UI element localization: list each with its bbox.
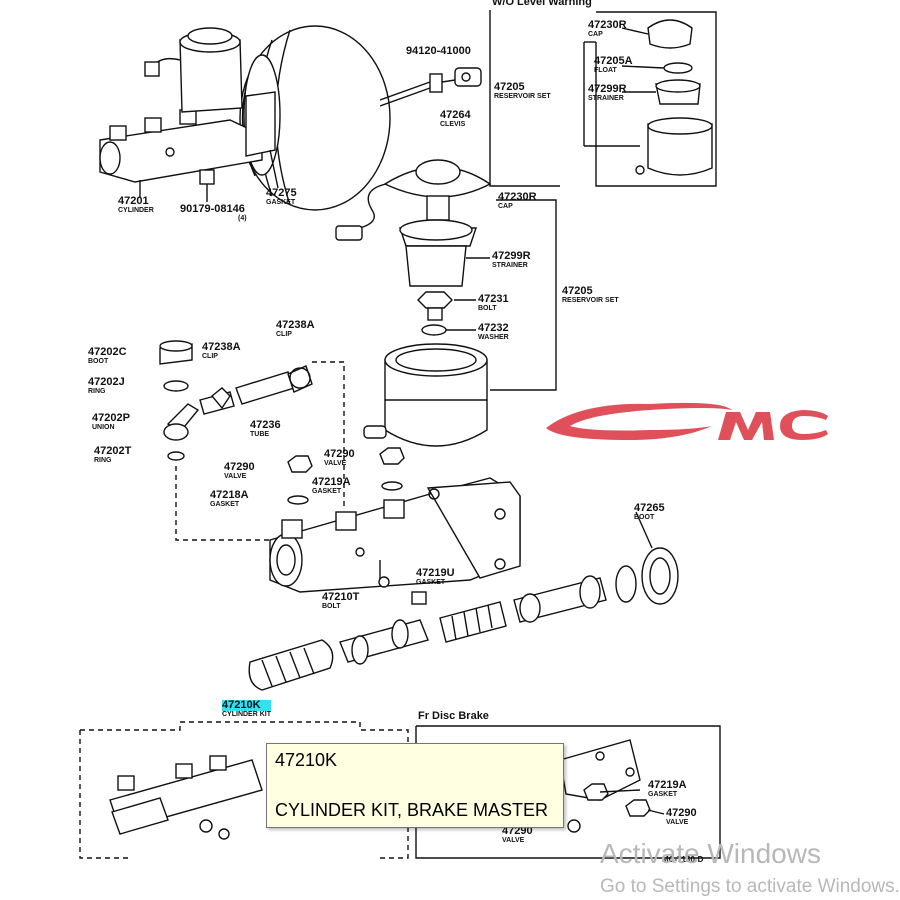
part-label-47210t[interactable]: 47210T BOLT	[322, 591, 360, 611]
part-label-47230r-top[interactable]: 47230R CAP	[588, 19, 627, 39]
part-label-47202t[interactable]: 47202T RING	[94, 445, 132, 465]
union-tube-drawing	[159, 340, 313, 461]
tooltip-part-number: 47210K	[275, 750, 338, 770]
part-label-47205-top[interactable]: 47205 RESERVOIR SET	[494, 81, 551, 101]
part-label-47202c[interactable]: 47202C BOOT	[88, 346, 127, 366]
top-master-cylinder-drawing	[99, 27, 279, 202]
part-label-47201[interactable]: 47201 CYLINDER	[118, 195, 154, 215]
part-label-47205a[interactable]: 47205A FLOAT	[594, 55, 633, 75]
part-label-47290-bottom-right[interactable]: 47290 VALVE	[666, 807, 697, 827]
dashed-boundary	[175, 361, 345, 541]
part-label-47232[interactable]: 47232 WASHER	[478, 322, 509, 342]
part-label-47202p[interactable]: 47202P UNION	[92, 412, 130, 432]
part-label-47219a-mid[interactable]: 47219A GASKET	[312, 476, 351, 496]
part-label-47275[interactable]: 47275 GASKET	[266, 187, 297, 207]
part-label-47238a-right[interactable]: 47238A CLIP	[276, 319, 315, 339]
level-warning-heading: W/O Level Warning	[492, 0, 592, 8]
part-label-47290-bottom-left[interactable]: 47290 VALVE	[502, 825, 533, 845]
part-label-47205-mid[interactable]: 47205 RESERVOIR SET	[562, 285, 619, 305]
part-label-47219a-bottom[interactable]: 47219A GASKET	[648, 779, 687, 799]
activation-watermark-subtitle: Go to Settings to activate Windows.	[600, 876, 900, 897]
cylinder-kit-drawing	[79, 721, 721, 859]
cmc-logo	[546, 402, 828, 440]
part-label-47230r-mid[interactable]: 47230R CAP	[498, 191, 537, 211]
part-label-47238a-left[interactable]: 47238A CLIP	[202, 341, 241, 361]
part-label-47219u[interactable]: 47219U GASKET	[416, 567, 455, 587]
part-label-47290-mid[interactable]: 47290 VALVE	[324, 448, 355, 468]
part-label-47236[interactable]: 47236 TUBE	[250, 419, 281, 439]
diagram-code: MC-7130-D	[662, 855, 704, 864]
part-number-highlight: 47210K	[222, 700, 271, 711]
activation-watermark-title: Activate Windows	[600, 838, 821, 869]
main-master-cylinder-drawing	[269, 447, 521, 605]
part-label-90179-08146[interactable]: 90179-08146 (4)	[180, 203, 247, 223]
part-label-47290-left[interactable]: 47290 VALVE	[224, 461, 255, 481]
part-label-47202j[interactable]: 47202J RING	[88, 376, 125, 396]
part-label-47265[interactable]: 47265 BOOT	[634, 502, 665, 522]
part-tooltip: 47210K CYLINDER KIT, BRAKE MASTER	[266, 743, 564, 828]
part-label-47299r-top[interactable]: 47299R STRAINER	[588, 83, 627, 103]
fr-disc-brake-heading: Fr Disc Brake	[418, 710, 489, 722]
piston-assembly-drawing	[248, 511, 679, 691]
part-label-47210k[interactable]: 47210K CYLINDER KIT	[222, 699, 271, 718]
part-label-47299r-mid[interactable]: 47299R STRAINER	[492, 250, 531, 270]
part-label-47231[interactable]: 47231 BOLT	[478, 293, 509, 313]
reservoir-set-drawing	[335, 159, 557, 447]
part-label-94120-41000[interactable]: 94120-41000	[406, 45, 471, 57]
level-warning-reservoir-drawing	[489, 10, 717, 187]
tooltip-part-name: CYLINDER KIT, BRAKE MASTER	[275, 800, 549, 820]
part-label-47218a[interactable]: 47218A GASKET	[210, 489, 249, 509]
part-label-47264[interactable]: 47264 CLEVIS	[440, 109, 471, 129]
